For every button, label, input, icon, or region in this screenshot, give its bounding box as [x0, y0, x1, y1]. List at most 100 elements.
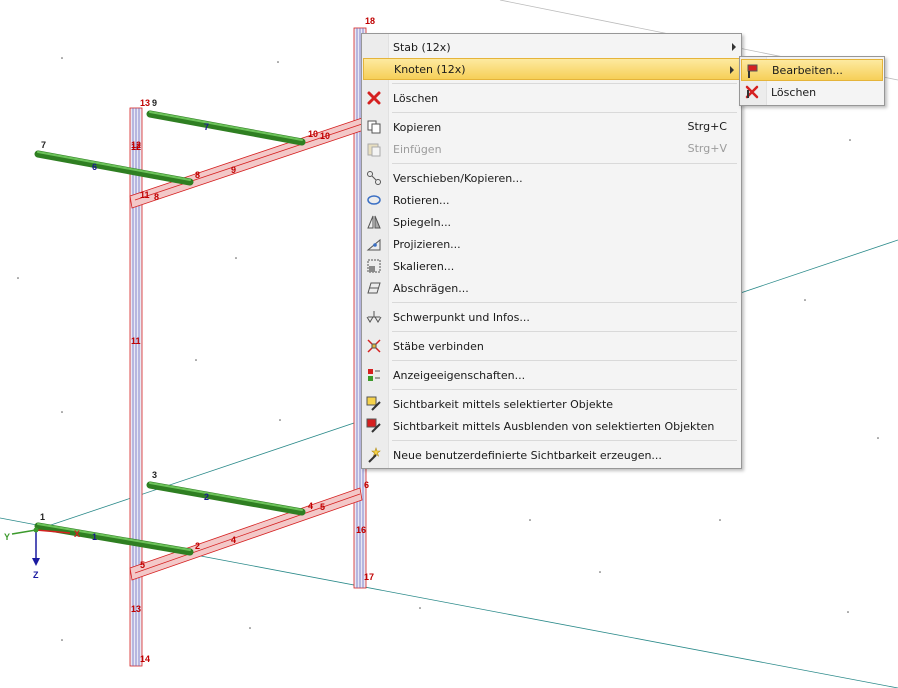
delete-node-icon	[745, 85, 759, 99]
menu-item-shortcut: Strg+V	[687, 142, 727, 155]
menu-separator	[392, 389, 737, 390]
node-label: 14	[140, 654, 150, 664]
move-copy-icon	[367, 171, 381, 185]
knoten-submenu: Bearbeiten... Löschen	[739, 56, 885, 106]
menu-separator	[392, 302, 737, 303]
member-label: 7	[204, 122, 209, 132]
node-label: 5	[140, 560, 145, 570]
rotate-icon	[367, 195, 381, 205]
node-label: 2	[195, 541, 200, 551]
menu-item-label: Kopieren	[393, 120, 442, 134]
member-label: 10	[320, 131, 330, 141]
menu-separator	[392, 360, 737, 361]
menu-separator	[392, 163, 737, 164]
member-label: 2	[204, 492, 209, 502]
menu-item-label: Knoten (12x)	[394, 62, 466, 76]
submenu-arrow-icon	[732, 43, 736, 51]
menu-item-label: Spiegeln...	[393, 215, 452, 229]
node-label: 1	[40, 512, 45, 522]
menu-item-knoten[interactable]: Knoten (12x)	[363, 58, 740, 80]
node-label: 17	[364, 572, 374, 582]
submenu-item-bearbeiten[interactable]: Bearbeiten...	[741, 59, 883, 81]
delete-icon	[367, 91, 381, 105]
menu-item-label: Stab (12x)	[393, 40, 451, 54]
new-visibility-icon	[368, 447, 381, 463]
menu-item-schwerpunkt[interactable]: Schwerpunkt und Infos...	[362, 306, 741, 328]
member-label: 6	[92, 162, 97, 172]
free-node-labels: 9 7 3 1	[40, 98, 157, 522]
menu-item-label: Verschieben/Kopieren...	[393, 171, 523, 185]
cantilever-beams[interactable]	[34, 110, 306, 556]
menu-item-skalieren[interactable]: Skalieren...	[362, 255, 741, 277]
menu-item-rotieren[interactable]: Rotieren...	[362, 189, 741, 211]
columns[interactable]	[129, 27, 367, 667]
member-label: 11	[131, 336, 141, 346]
menu-separator	[392, 83, 737, 84]
menu-item-stab[interactable]: Stab (12x)	[362, 36, 741, 58]
display-properties-icon	[368, 369, 380, 381]
node-label: 3	[152, 470, 157, 480]
visibility-hide-icon	[366, 418, 381, 433]
node-labels: 18 13 12 11 10 8 6 4 2 5 14 17	[131, 16, 375, 664]
node-label: 7	[41, 140, 46, 150]
axis-label-x: X	[74, 529, 80, 539]
menu-item-abschraegen[interactable]: Abschrägen...	[362, 277, 741, 299]
menu-item-label: Sichtbarkeit mittels selektierter Objekt…	[393, 397, 614, 411]
menu-separator	[392, 440, 737, 441]
menu-item-label: Bearbeiten...	[772, 63, 843, 77]
member-label: 13	[131, 604, 141, 614]
axis-label-z: Z	[33, 570, 39, 580]
menu-item-label: Schwerpunkt und Infos...	[393, 310, 530, 324]
menu-item-label: Skalieren...	[393, 259, 455, 273]
edit-node-icon	[747, 64, 758, 78]
menu-item-label: Sichtbarkeit mittels Ausblenden von sele…	[393, 419, 715, 433]
menu-item-anzeigeeigenschaften[interactable]: Anzeigeeigenschaften...	[362, 364, 741, 386]
context-menu: Stab (12x) Knoten (12x) Löschen Kopieren…	[361, 33, 742, 469]
member-label: 9	[231, 165, 236, 175]
menu-item-label: Löschen	[771, 85, 817, 99]
connect-members-icon	[367, 339, 381, 353]
node-label: 11	[140, 190, 150, 200]
member-labels-red: 12 8 9 10 11 4 5 13 16	[131, 131, 366, 614]
paste-icon	[367, 143, 381, 157]
visibility-selected-icon	[366, 396, 381, 411]
menu-item-sichtbarkeit-selektiert[interactable]: Sichtbarkeit mittels selektierter Objekt…	[362, 393, 741, 415]
menu-item-neue-sichtbarkeit[interactable]: Neue benutzerdefinierte Sichtbarkeit erz…	[362, 444, 741, 466]
submenu-item-loeschen[interactable]: Löschen	[740, 81, 884, 103]
submenu-arrow-icon	[730, 66, 734, 74]
menu-item-loeschen[interactable]: Löschen	[362, 87, 741, 109]
menu-icon-strip	[362, 34, 389, 468]
menu-item-shortcut: Strg+C	[687, 120, 727, 133]
member-label: 16	[356, 525, 366, 535]
mirror-icon	[367, 215, 381, 229]
node-label: 12	[131, 142, 141, 152]
menu-item-label: Abschrägen...	[393, 281, 469, 295]
node-label: 6	[364, 480, 369, 490]
menu-item-label: Projizieren...	[393, 237, 461, 251]
member-labels: 7 6 2 1	[92, 122, 209, 542]
menu-item-staebe-verbinden[interactable]: Stäbe verbinden	[362, 335, 741, 357]
node-label: 13	[140, 98, 150, 108]
axis-label-y: Y	[4, 532, 10, 542]
menu-item-spiegeln[interactable]: Spiegeln...	[362, 211, 741, 233]
member-label: 1	[92, 532, 97, 542]
menu-item-sichtbarkeit-ausblenden[interactable]: Sichtbarkeit mittels Ausblenden von sele…	[362, 415, 741, 437]
axis-triad: X Y Z	[4, 527, 80, 580]
node-label: 18	[365, 16, 375, 26]
member-label: 8	[154, 192, 159, 202]
selected-girders[interactable]	[129, 117, 365, 581]
member-label: 5	[320, 502, 325, 512]
node-label: 8	[195, 170, 200, 180]
node-label: 9	[152, 98, 157, 108]
menu-separator	[392, 112, 737, 113]
centroid-icon	[366, 311, 382, 323]
menu-item-projizieren[interactable]: Projizieren...	[362, 233, 741, 255]
menu-item-label: Rotieren...	[393, 193, 450, 207]
menu-item-label: Einfügen	[393, 142, 442, 156]
menu-item-einfuegen[interactable]: Einfügen Strg+V	[362, 138, 741, 160]
menu-item-verschieben[interactable]: Verschieben/Kopieren...	[362, 167, 741, 189]
menu-separator	[392, 331, 737, 332]
project-icon	[366, 238, 381, 251]
menu-item-label: Neue benutzerdefinierte Sichtbarkeit erz…	[393, 448, 662, 462]
menu-item-kopieren[interactable]: Kopieren Strg+C	[362, 116, 741, 138]
